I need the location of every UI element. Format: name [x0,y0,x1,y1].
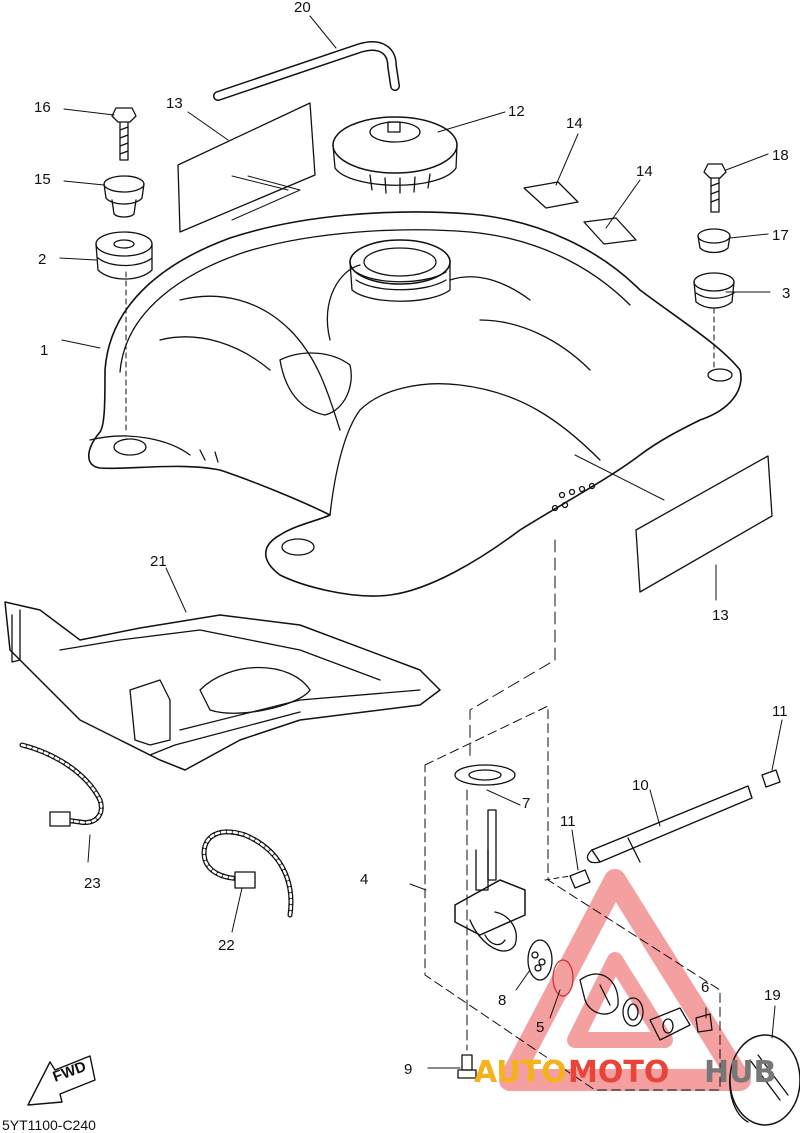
label-part-6: 6 [701,979,709,996]
label-part-15: 15 [34,171,51,188]
label-part-13b: 13 [712,607,729,624]
label-part-2: 2 [38,251,46,268]
label-part-10: 10 [632,777,649,794]
tank-pad-side [635,455,773,593]
leader-lines [59,15,783,1069]
label-part-8: 8 [498,992,506,1009]
label-part-16: 16 [34,99,51,116]
fwd-arrow: FWD [27,1055,96,1106]
label-part-3: 3 [782,285,790,302]
breather-hose-drawing [213,41,400,101]
label-part-21: 21 [150,553,167,570]
label-part-7: 7 [522,795,530,812]
watermark-logo [499,869,751,1091]
label-part-1: 1 [40,342,48,359]
label-part-12: 12 [508,103,525,120]
drawing-code: 5YT1100-C240 [2,1117,96,1133]
label-part-19: 19 [764,987,781,1004]
label-part-4: 4 [360,871,368,888]
label-part-13a: 13 [166,95,183,112]
watermark-hub: HUB [704,1055,776,1090]
label-part-17: 17 [772,227,789,244]
label-part-20: 20 [294,0,311,16]
watermark-moto: MOTO [568,1055,669,1090]
tank-pad-top [177,102,316,233]
label-part-9: 9 [404,1061,412,1078]
left-mount-hardware [95,107,153,280]
fuel-cap-drawing [332,116,458,194]
tank-pad-small-2 [583,217,637,245]
label-part-14a: 14 [566,115,583,132]
label-part-5: 5 [536,1019,544,1036]
label-part-11a: 11 [560,813,576,830]
label-part-23: 23 [84,875,101,892]
label-part-18: 18 [772,147,789,164]
fuel-hose-drawing [544,769,781,889]
right-mount-hardware [693,163,735,309]
label-part-14b: 14 [636,163,653,180]
watermark-auto: AUTO [474,1055,567,1090]
band-23-drawing [19,742,104,827]
tank-pad-small-1 [523,181,579,209]
fuel-tank-drawing [87,211,742,597]
label-part-22: 22 [218,937,235,954]
fuel-cock-drawing [424,539,721,1091]
band-22-drawing [201,829,294,918]
knob-drawing [729,1034,800,1126]
label-part-11b: 11 [772,703,788,720]
tank-cover-drawing [4,601,441,771]
